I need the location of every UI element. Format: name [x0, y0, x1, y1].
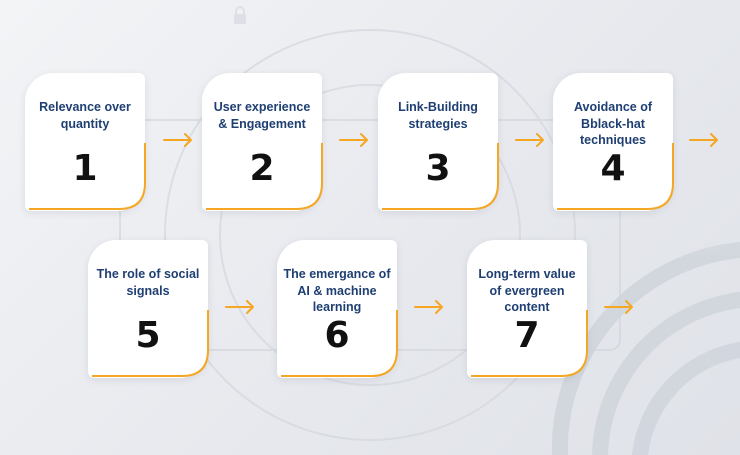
step-number: 5	[135, 315, 161, 356]
step-number: 2	[249, 148, 275, 189]
step-number: 6	[324, 315, 350, 356]
step-card-5: The role of social signals 5	[88, 240, 209, 378]
arrow-right-icon	[604, 300, 633, 314]
step-label: The role of social signals	[96, 267, 200, 298]
lock-icon	[234, 6, 246, 24]
arrow-right-icon	[339, 133, 368, 147]
card-accent-border	[281, 310, 398, 377]
step-label: Avoidance of Bblack-hat techniques	[573, 100, 653, 147]
arrow-right-icon	[414, 300, 443, 314]
card-accent-border	[92, 310, 209, 377]
step-number: 3	[425, 148, 451, 189]
step-number: 4	[600, 148, 626, 189]
step-label: Long-term value of evergreen content	[478, 267, 576, 314]
step-card-7: Long-term value of evergreen content 7	[467, 240, 588, 378]
step-card-3: Link-Building strategies 3	[378, 73, 499, 211]
card-accent-border	[382, 143, 499, 210]
arrow-right-icon	[515, 133, 544, 147]
arrow-right-icon	[689, 133, 718, 147]
step-number: 7	[514, 315, 540, 356]
card-accent-border	[29, 143, 146, 210]
step-label: The emergance of AI & machine learning	[283, 267, 391, 314]
step-label: User experience & Engagement	[213, 100, 311, 131]
step-label: Link-Building strategies	[398, 100, 478, 131]
step-card-2: User experience & Engagement 2	[202, 73, 323, 211]
step-label: Relevance over quantity	[39, 100, 131, 131]
step-number: 1	[72, 148, 98, 189]
arrow-right-icon	[225, 300, 254, 314]
card-accent-border	[471, 310, 588, 377]
step-card-4: Avoidance of Bblack-hat techniques 4	[553, 73, 674, 211]
card-accent-border	[557, 143, 674, 210]
arrow-right-icon	[163, 133, 192, 147]
step-card-1: Relevance over quantity 1	[25, 73, 146, 211]
step-card-6: The emergance of AI & machine learning 6	[277, 240, 398, 378]
card-accent-border	[206, 143, 323, 210]
